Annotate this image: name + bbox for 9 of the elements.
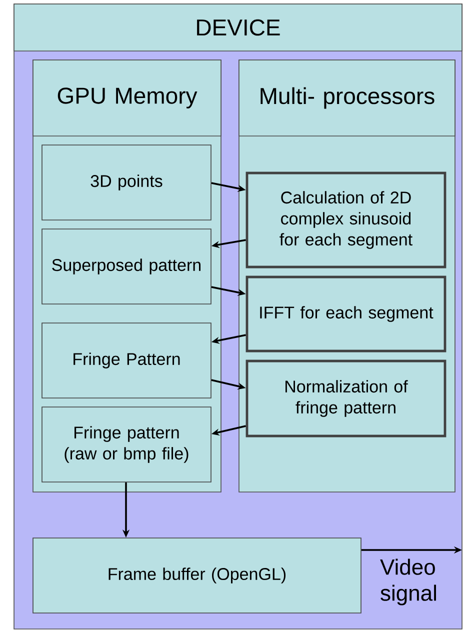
edge-label: Video signal xyxy=(379,558,441,606)
memory-box: Superposed pattern xyxy=(42,228,212,304)
process-box: Calculation of 2D complex sinusoid for each segment xyxy=(246,172,446,268)
memory-box: 3D points xyxy=(42,144,212,220)
memory-box: Fringe Pattern xyxy=(42,322,212,398)
memory-box: Fringe pattern (raw or bmp file) xyxy=(42,406,212,482)
process-box: Normalization of fringe pattern xyxy=(246,360,446,438)
process-box: IFFT for each segment xyxy=(246,276,446,352)
memory-box: Frame buffer (OpenGL) xyxy=(32,538,362,614)
